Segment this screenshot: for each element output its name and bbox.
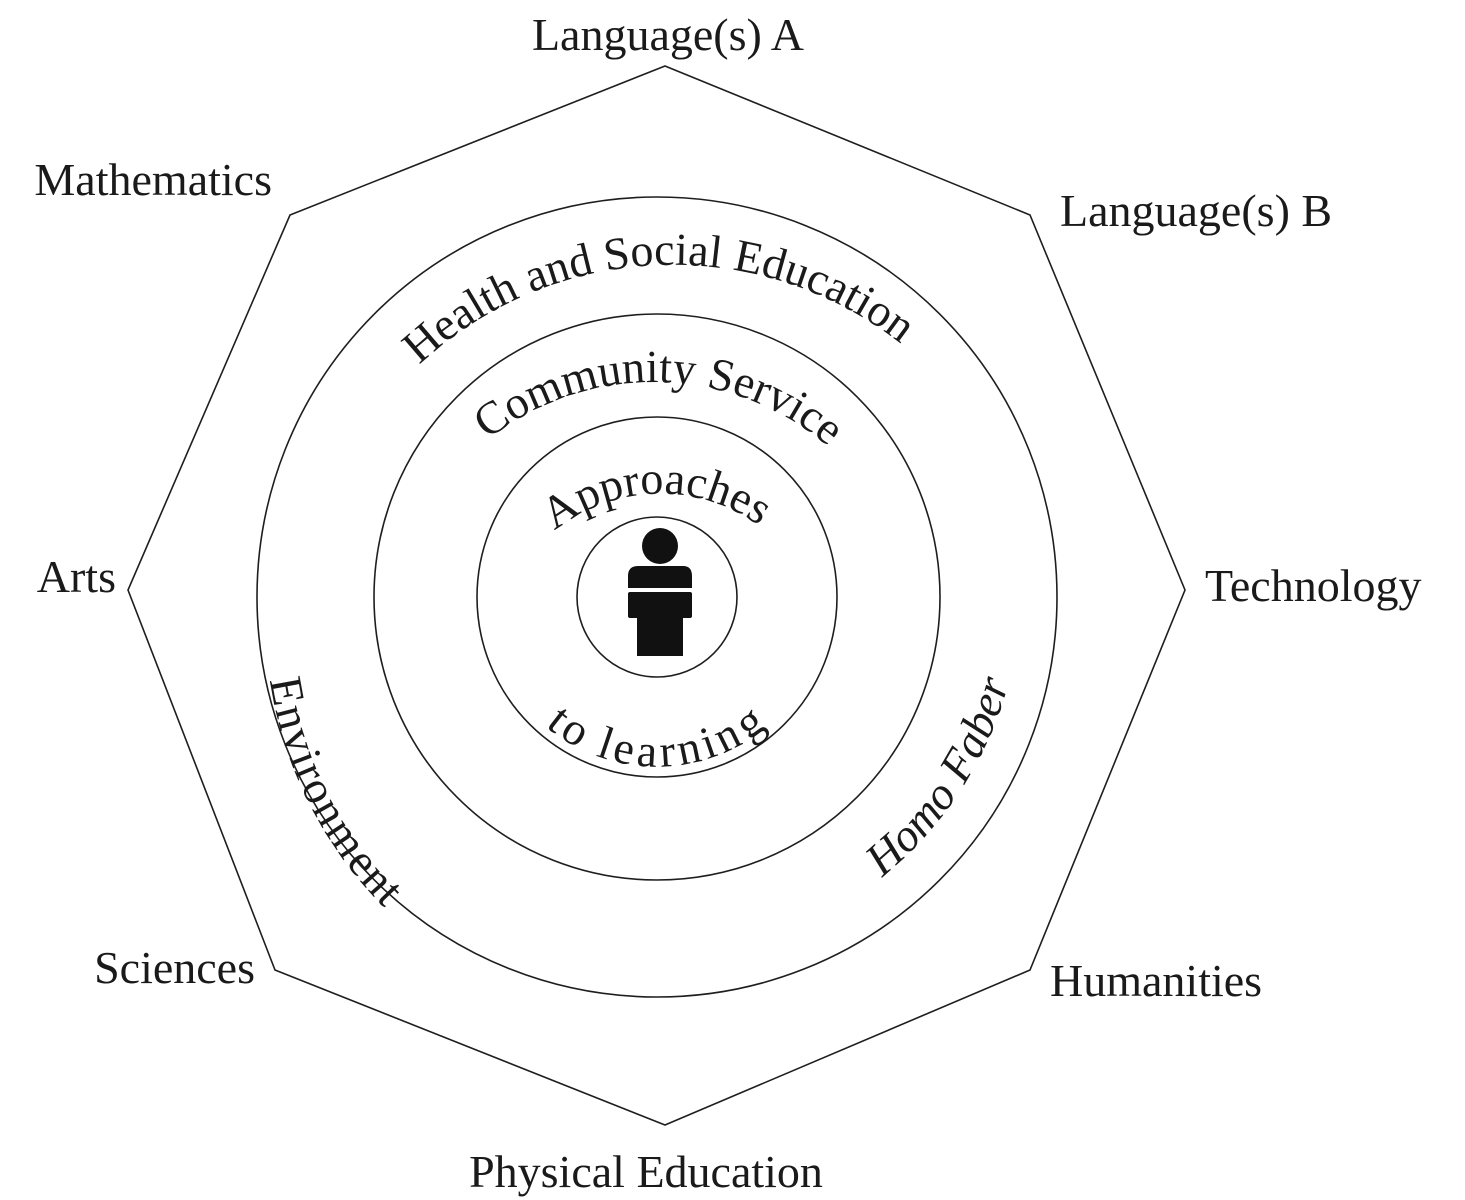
ring-label-approaches-text: Approaches bbox=[532, 452, 782, 538]
ring-label-community: Community Service bbox=[464, 341, 854, 454]
ring-label-environment: Environment bbox=[260, 672, 414, 915]
label-sciences: Sciences bbox=[94, 942, 255, 993]
label-language-b: Language(s) B bbox=[1060, 185, 1332, 236]
ring-outer bbox=[256, 196, 1058, 998]
ring-label-homofaber: Homo Faber bbox=[854, 670, 1018, 886]
ring-middle bbox=[373, 313, 941, 881]
label-technology: Technology bbox=[1205, 560, 1422, 611]
ring-label-environment-text: Environment bbox=[260, 672, 414, 915]
ring-inner bbox=[476, 416, 838, 778]
ring-label-health: Health and Social Education bbox=[392, 224, 925, 373]
ring-label-learning-text: to learning bbox=[539, 694, 773, 777]
person-icon bbox=[628, 528, 692, 656]
ring-label-approaches: Approaches bbox=[532, 452, 782, 538]
label-physical-education: Physical Education bbox=[469, 1146, 823, 1197]
ring-label-homofaber-text: Homo Faber bbox=[854, 670, 1018, 886]
label-humanities: Humanities bbox=[1050, 955, 1262, 1006]
ring-label-learning: to learning bbox=[539, 694, 773, 777]
label-mathematics: Mathematics bbox=[34, 154, 272, 205]
ring-center bbox=[576, 516, 738, 678]
label-language-a: Language(s) A bbox=[532, 9, 804, 60]
octagon-frame bbox=[127, 65, 1186, 1126]
ring-label-community-text: Community Service bbox=[464, 341, 854, 454]
label-arts: Arts bbox=[37, 551, 116, 602]
ring-label-health-text: Health and Social Education bbox=[392, 224, 925, 373]
